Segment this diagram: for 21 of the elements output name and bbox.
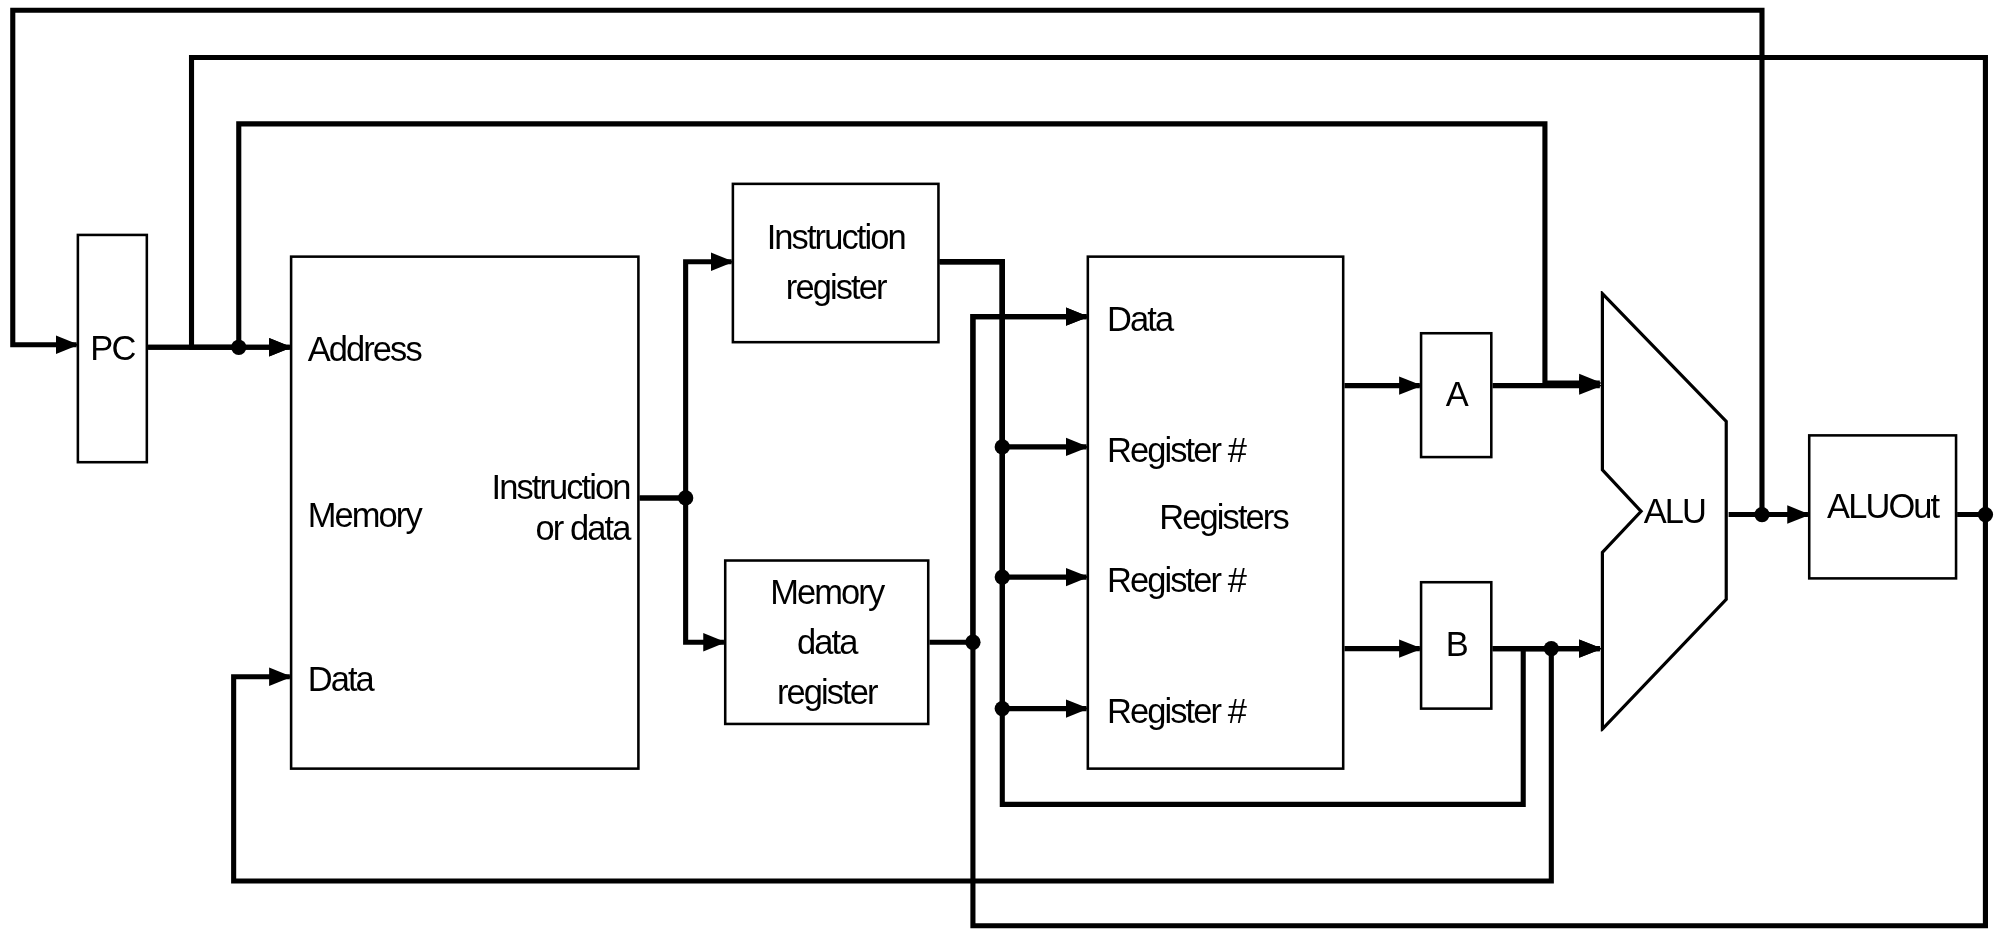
port-label: Instruction or data: [490, 467, 630, 549]
register-box: A: [1419, 331, 1493, 459]
arrow: [970, 307, 1988, 929]
register-box: PC: [76, 233, 149, 464]
port-label: Register #: [1107, 560, 1245, 602]
register-file-block: [1086, 255, 1345, 770]
port-label: Register #: [1107, 430, 1245, 472]
port-label: Data: [1107, 299, 1173, 340]
block-label: Registers: [1159, 496, 1288, 538]
register-box: Instruction register: [731, 182, 940, 344]
port-label: Address: [307, 329, 421, 371]
register-box: ALUOut: [1807, 434, 1958, 580]
memory-block: [289, 255, 640, 770]
port-label: Data: [307, 659, 373, 700]
register-box: B: [1419, 580, 1493, 710]
arrow: [1492, 376, 1603, 395]
register-box: Memory data register: [723, 559, 930, 726]
arrow: [231, 646, 1554, 884]
block-label: Memory: [307, 495, 421, 537]
port-label: Register #: [1107, 691, 1245, 732]
alu-label: ALU: [1643, 491, 1705, 532]
